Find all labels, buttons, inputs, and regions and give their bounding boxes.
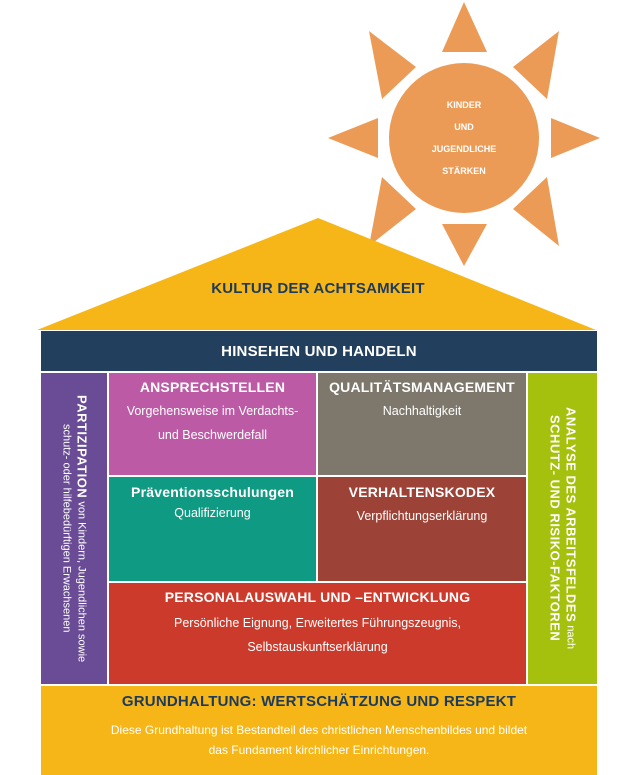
sun-ray-e: [551, 118, 600, 158]
block-ansprechstellen-title: ANSPRECHSTELLEN: [139, 379, 286, 395]
roof-label: KULTUR DER ACHTSAMKEIT: [211, 279, 425, 297]
sun-ray-ne: [513, 31, 559, 99]
sun-ray-w: [328, 118, 378, 158]
right-pillar: ANALYSE DES ARBEITSFELDES nach SCHUTZ- U…: [528, 373, 597, 684]
block-verhaltenskodex-title: VERHALTENSKODEX: [348, 484, 496, 500]
block-qualitaetsmanagement-line-1: Nachhaltigkeit: [382, 404, 462, 418]
sun-label-line-2: UND: [454, 122, 474, 132]
right-pillar-title-1: ANALYSE DES ARBEITSFELDES: [563, 407, 579, 623]
sun-ray-se: [513, 177, 559, 246]
left-pillar-text: PARTIZIPATION von Kindern, Jugendlichen …: [59, 395, 90, 662]
block-qualitaetsmanagement-title: QUALITÄTSMANAGEMENT: [329, 379, 515, 395]
block-praeventionsschulungen-title: Präventionsschulungen: [131, 484, 294, 500]
block-qualitaetsmanagement: QUALITÄTSMANAGEMENT Nachhaltigkeit: [318, 373, 526, 475]
left-pillar-text-1: von Kindern, Jugendlichen sowie: [75, 501, 88, 663]
foundation: GRUNDHALTUNG: WERTSCHÄTZUNG UND RESPEKT …: [41, 686, 597, 775]
beam-label: HINSEHEN UND HANDELN: [221, 342, 417, 360]
right-pillar-text: ANALYSE DES ARBEITSFELDES nach SCHUTZ- U…: [547, 407, 579, 649]
block-ansprechstellen-line-2: und Beschwerdefall: [157, 428, 268, 442]
block-praeventionsschulungen: Präventionsschulungen Qualifizierung: [109, 477, 316, 581]
block-praeventionsschulungen-line-1: Qualifizierung: [174, 506, 251, 520]
left-pillar-text-2: schutz- oder hilfebedürftigen Erwachsene…: [60, 424, 73, 633]
block-personalauswahl-title: PERSONALAUSWAHL UND –ENTWICKLUNG: [164, 589, 471, 605]
sun-label: KINDER UND JUGENDLICHE STÄRKEN: [394, 84, 534, 192]
block-ansprechstellen-line-1: Vorgehensweise im Verdachts-: [126, 404, 299, 418]
left-pillar-title: PARTIZIPATION: [74, 394, 90, 499]
foundation-line-2: das Fundament kirchlicher Einrichtungen.: [208, 743, 430, 757]
right-pillar-title-2: SCHUTZ- UND RISIKO-FAKTOREN: [547, 415, 563, 642]
roof: [37, 218, 596, 330]
sun-label-line-1: KINDER: [446, 100, 482, 110]
foundation-title: GRUNDHALTUNG: WERTSCHÄTZUNG UND RESPEKT: [121, 693, 517, 710]
sun-ray-nw: [369, 31, 416, 99]
sun-rays: [328, 2, 600, 266]
foundation-line-1: Diese Grundhaltung ist Bestandteil des c…: [110, 723, 528, 737]
sun-label-line-4: STÄRKEN: [442, 166, 486, 176]
block-personalauswahl-line-2: Selbstauskunftserklärung: [247, 640, 388, 654]
sun-label-line-3: JUGENDLICHE: [431, 144, 497, 154]
block-ansprechstellen: ANSPRECHSTELLEN Vorgehensweise im Verdac…: [109, 373, 316, 475]
block-verhaltenskodex: VERHALTENSKODEX Verpflichtungserklärung: [318, 477, 526, 581]
block-personalauswahl: PERSONALAUSWAHL UND –ENTWICKLUNG Persönl…: [109, 583, 526, 684]
sun-ray-sw: [369, 177, 416, 246]
block-personalauswahl-line-1: Persönliche Eignung, Erweitertes Führung…: [174, 616, 461, 630]
right-pillar-text-1: nach: [564, 625, 577, 650]
sun-ray-s: [442, 224, 487, 266]
sun-disc: [389, 63, 539, 213]
sun-ray-n: [442, 2, 487, 52]
block-verhaltenskodex-line-1: Verpflichtungserklärung: [356, 509, 488, 523]
left-pillar: PARTIZIPATION von Kindern, Jugendlichen …: [41, 373, 107, 684]
beam: HINSEHEN UND HANDELN: [41, 331, 597, 371]
